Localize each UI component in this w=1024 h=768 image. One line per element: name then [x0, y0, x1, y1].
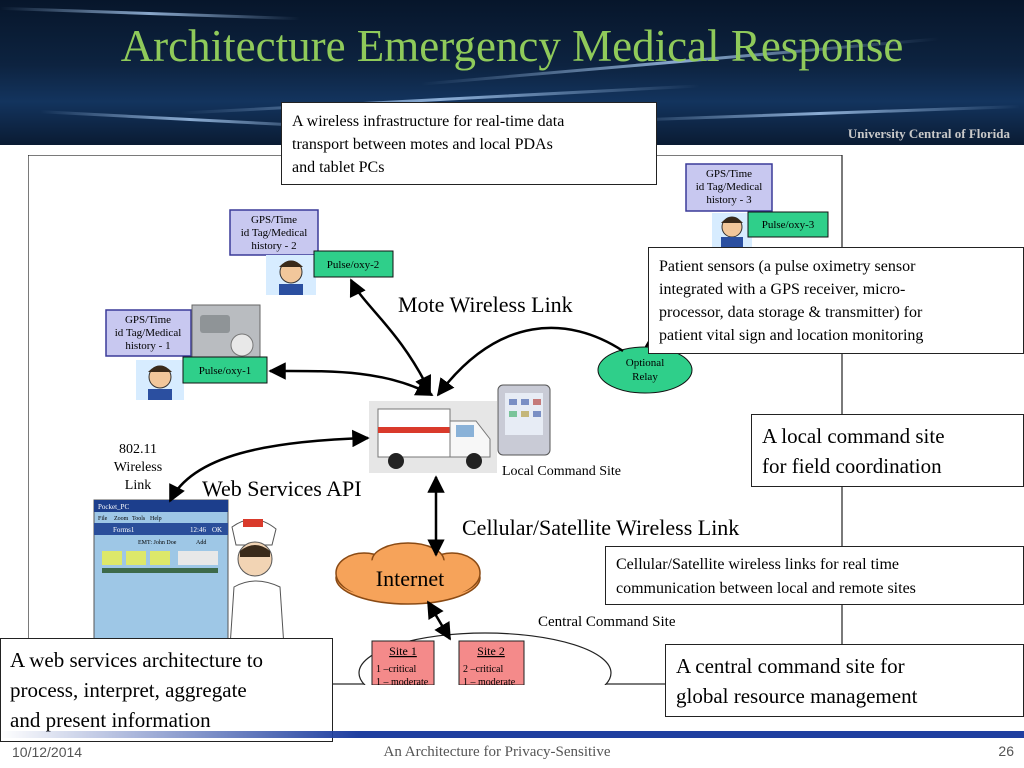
- callout-wireless-infrastructure: A wireless infrastructure for real-time …: [281, 102, 657, 185]
- callout-web-line-1: A web services architecture to: [10, 648, 264, 672]
- history-1-line-2: id Tag/Medical: [115, 327, 182, 339]
- internet-cloud: [335, 542, 481, 605]
- footer-bar: [0, 731, 1024, 738]
- callout-sensors-line-2: integrated with a GPS receiver, micro-: [659, 281, 906, 298]
- cellular-link-label: Cellular/Satellite Wireless Link: [462, 515, 739, 540]
- optional-relay: [597, 346, 693, 394]
- callout-cellular-links: Cellular/Satellite wireless links for re…: [605, 546, 1024, 605]
- tablet-menu-help: Help: [150, 516, 162, 522]
- patient-3-face-icon: [712, 213, 752, 247]
- callout-patient-sensors: Patient sensors (a pulse oximetry sensor…: [648, 247, 1024, 354]
- wifi-link-line-1: 802.11: [119, 442, 157, 457]
- history-2-line-3: history - 2: [251, 240, 296, 252]
- tablet-ok: OK: [212, 526, 222, 534]
- site-2-line-1: 2 –critical: [463, 664, 503, 675]
- history-box-1: [105, 309, 192, 357]
- ambulance-icon: [369, 401, 497, 473]
- sensor-box-1: [182, 356, 268, 384]
- arrow-internet-to-central-site: [426, 600, 452, 641]
- history-2-line-1: GPS/Time: [251, 214, 297, 226]
- architecture-diagram: GPS/Time id Tag/Medical history - 2 Puls…: [28, 155, 843, 685]
- arrow-patient-1-to-ambulance: [268, 362, 434, 397]
- footer-date: 10/12/2014: [12, 744, 83, 760]
- site-1-line-1: 1 –critical: [376, 664, 416, 675]
- callout-sensors-line-4: patient vital sign and location monitori…: [659, 327, 924, 344]
- history-3-line-2: id Tag/Medical: [696, 181, 763, 193]
- arrow-relay-to-ambulance: [436, 326, 624, 397]
- site-1-name: Site 1: [389, 644, 417, 658]
- relay-line-2: Relay: [632, 371, 658, 383]
- tablet-add: Add: [196, 540, 206, 546]
- site-2-line-2: 1 – moderate: [463, 677, 516, 685]
- page-number: 26: [998, 743, 1014, 759]
- callout-web-line-3: and present information: [10, 708, 211, 732]
- sensor-3-label: Pulse/oxy-3: [762, 219, 815, 231]
- local-pda-icon: [497, 384, 551, 456]
- callout-central-command-site: A central command site for global resour…: [665, 644, 1024, 717]
- tablet-menu-zoom: Zoom: [114, 516, 129, 522]
- mote-wireless-link-label: Mote Wireless Link: [398, 292, 573, 317]
- callout-wireless-line-2: transport between motes and local PDAs: [292, 136, 553, 153]
- sensor-2-label: Pulse/oxy-2: [327, 259, 380, 271]
- callout-cellular-line-1: Cellular/Satellite wireless links for re…: [616, 556, 900, 573]
- callout-cellular-line-2: communication between local and remote s…: [616, 580, 916, 597]
- tablet-time: 12:46: [190, 526, 206, 534]
- sensor-box-3: [747, 211, 829, 238]
- history-box-3: [685, 163, 773, 212]
- footer-title: An Architecture for Privacy-Sensitive: [383, 744, 611, 760]
- callout-local-line-1: A local command site: [762, 424, 945, 448]
- tablet-app-name: Forms1: [113, 526, 135, 534]
- tablet-title-bar: [94, 500, 228, 512]
- slide-title: Architecture Emergency Medical Response: [120, 21, 904, 71]
- callout-wireless-line-1: A wireless infrastructure for real-time …: [292, 113, 565, 130]
- wifi-link-line-2: Wireless: [114, 460, 162, 475]
- pulse-oximeter-device-icon: [191, 304, 261, 362]
- history-box-2: [229, 209, 319, 256]
- patient-1-group: GPS/Time id Tag/Medical history - 1 Puls…: [105, 304, 268, 400]
- history-3-line-1: GPS/Time: [706, 168, 752, 180]
- callout-sensors-line-1: Patient sensors (a pulse oximetry sensor: [659, 258, 916, 275]
- site-2-card: Site 2 2 –critical 1 – moderate: [458, 640, 525, 685]
- callout-local-command-site: A local command site for field coordinat…: [751, 414, 1024, 487]
- site-2-name: Site 2: [477, 644, 505, 658]
- history-3-line-3: history - 3: [706, 194, 752, 206]
- relay-line-1: Optional: [626, 357, 665, 369]
- sensor-box-2: [313, 250, 394, 278]
- tablet-menu-file: File: [98, 516, 108, 522]
- tablet-window-title: Pocket_PC: [98, 503, 129, 511]
- wifi-link-line-3: Link: [125, 478, 151, 493]
- central-command-site-label: Central Command Site: [538, 614, 676, 630]
- tablet-menu-tools: Tools: [132, 516, 146, 522]
- callout-web-services: A web services architecture to process, …: [0, 638, 333, 742]
- callout-local-line-2: for field coordination: [762, 454, 942, 478]
- patient-1-face-icon: [136, 360, 184, 400]
- patient-2-face-icon: [266, 255, 316, 295]
- local-command-site-label: Local Command Site: [502, 464, 621, 479]
- university-name: University Central of Florida: [847, 126, 1010, 141]
- history-1-line-1: GPS/Time: [125, 314, 171, 326]
- arrow-ambulance-to-tablet: [168, 429, 370, 503]
- internet-label: Internet: [376, 566, 444, 591]
- site-1-line-2: 1 – moderate: [376, 677, 429, 685]
- callout-central-line-1: A central command site for: [676, 654, 905, 678]
- tablet-pc-icon: Pocket_PC File Zoom Tools Help Forms1 12…: [93, 499, 229, 649]
- tablet-patient-label: EMT: John Doe: [138, 540, 177, 546]
- history-1-line-3: history - 1: [125, 340, 170, 352]
- nurse-icon: [229, 519, 285, 648]
- callout-wireless-line-3: and tablet PCs: [292, 159, 385, 176]
- patient-2-group: GPS/Time id Tag/Medical history - 2 Puls…: [229, 209, 394, 295]
- sensor-1-label: Pulse/oxy-1: [199, 365, 252, 377]
- patient-3-group: GPS/Time id Tag/Medical history - 3 Puls…: [685, 163, 829, 247]
- history-2-line-2: id Tag/Medical: [241, 227, 308, 239]
- site-1-card: Site 1 1 –critical 1 – moderate: [371, 640, 435, 685]
- callout-sensors-line-3: processor, data storage & transmitter) f…: [659, 304, 923, 321]
- callout-web-line-2: process, interpret, aggregate: [10, 678, 247, 702]
- web-services-api-label: Web Services API: [202, 476, 362, 501]
- callout-central-line-2: global resource management: [676, 684, 918, 708]
